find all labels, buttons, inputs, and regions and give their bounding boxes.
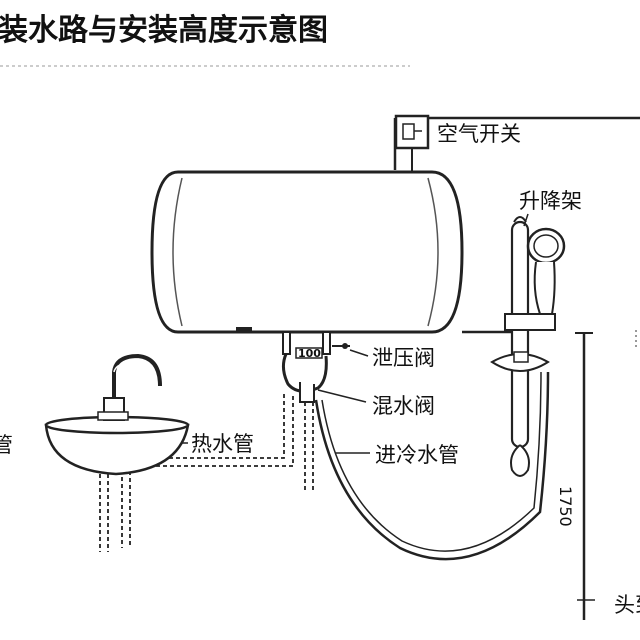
lift-rack	[462, 216, 556, 477]
lift-rack-pointer	[523, 213, 529, 227]
bottom-partial-label: 头到	[614, 593, 640, 617]
mixing-valve-label: 混水阀	[372, 394, 435, 418]
heater-pipes	[281, 331, 350, 403]
shower-hose	[314, 371, 550, 561]
pressure-valve-pointer	[349, 349, 369, 357]
lift-rack-label: 升降架	[519, 189, 582, 213]
hot-water-pipe-dashed	[121, 394, 294, 548]
faucet-icon	[97, 353, 162, 421]
cold-pipe-label: 进冷水管	[375, 443, 459, 467]
hot-pipe-label: 热水管	[191, 432, 254, 456]
sink-basin	[44, 415, 190, 552]
water-heater-tank	[150, 170, 464, 334]
air-switch-label: 空气开关	[437, 122, 521, 146]
mixing-valve-pointer	[317, 389, 367, 403]
shower-head-icon	[526, 227, 566, 315]
diagram-title: 装水路与安装高度示意图	[0, 13, 328, 48]
air-switch-icon	[394, 114, 430, 172]
left-partial-label: 管	[0, 433, 13, 457]
shower-hose-inner	[321, 371, 542, 552]
pressure-valve-label: 泄压阀	[372, 346, 435, 370]
height-dimension: 1750	[556, 486, 575, 527]
cold-water-pipe-dashed	[304, 402, 314, 490]
valve-mark: 100	[298, 347, 321, 360]
